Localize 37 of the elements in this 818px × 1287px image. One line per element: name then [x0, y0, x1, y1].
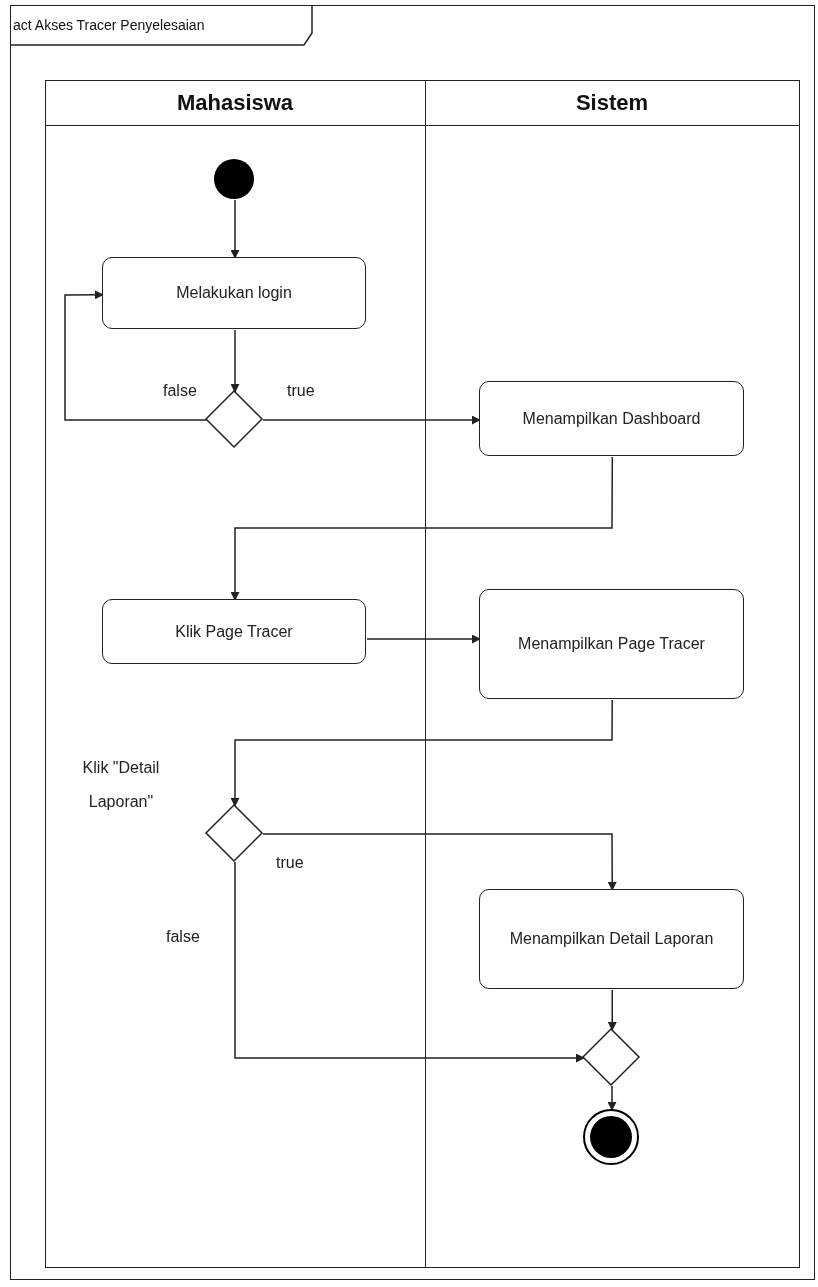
- decision-diamond: [206, 805, 262, 861]
- action-box: [479, 889, 744, 989]
- lane-title: Mahasiswa: [176, 89, 294, 116]
- action-box: [102, 599, 366, 664]
- edge-label: true: [276, 854, 304, 872]
- arrow: [230, 199, 240, 259]
- action-box: [102, 257, 366, 329]
- start-node: [214, 159, 254, 199]
- lane-title: Sistem: [575, 89, 649, 116]
- edge-label: false: [163, 382, 197, 400]
- arrow: [64, 290, 208, 421]
- edge-label: false: [166, 928, 200, 946]
- arrow: [262, 833, 617, 891]
- arrow: [234, 861, 585, 1063]
- frame-title: act Akses Tracer Penyelesaian: [13, 17, 205, 33]
- action-label: Klik Page Tracer: [175, 621, 293, 642]
- action-label: Menampilkan Dashboard: [522, 408, 701, 429]
- end-node: [583, 1109, 639, 1165]
- arrow: [262, 415, 481, 425]
- swimlane: [44, 79, 426, 1268]
- arrow: [607, 989, 617, 1031]
- arrow: [230, 329, 240, 393]
- decision-diamond: [206, 391, 262, 447]
- action-box: [479, 589, 744, 699]
- arrow: [366, 634, 481, 644]
- activity-frame: [10, 5, 815, 1280]
- edge-label: true: [287, 382, 315, 400]
- action-label: Menampilkan Detail Laporan: [509, 929, 714, 949]
- action-box: [479, 381, 744, 456]
- swimlane: [424, 79, 800, 1268]
- action-label: Menampilkan Page Tracer: [518, 634, 705, 654]
- arrow: [230, 456, 614, 601]
- arrow: [230, 699, 613, 807]
- action-label: Melakukan login: [176, 283, 292, 303]
- decision-caption: Klik "Detail Laporan": [81, 758, 161, 812]
- decision-diamond: [583, 1029, 639, 1085]
- arrow: [607, 1085, 617, 1111]
